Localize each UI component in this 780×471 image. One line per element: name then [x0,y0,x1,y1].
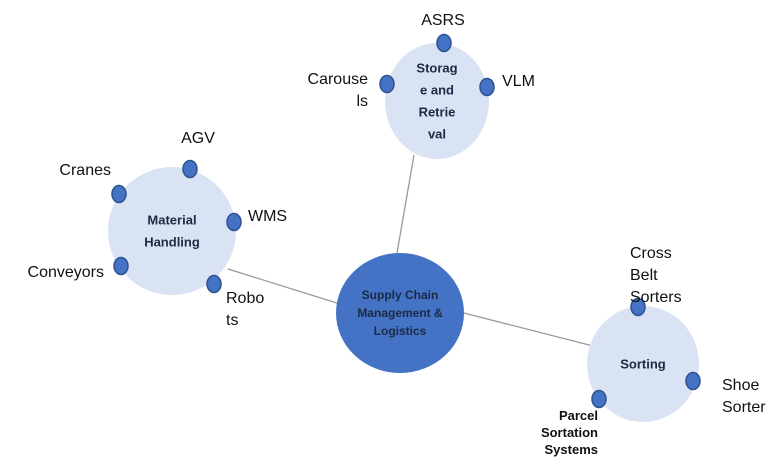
item-label: Carouse ls [308,71,369,110]
item-label-line: Sorters [630,289,682,306]
item-dot[interactable] [379,74,395,94]
connector-sorting [459,311,598,348]
item-label-line: AGV [181,130,215,147]
item-label-line: Sortation [541,425,598,440]
category-label-line: e and [420,83,454,98]
category-label-line: Storag [416,61,457,76]
item-label: Conveyors [28,264,104,281]
category-bubble[interactable] [385,43,489,159]
connector-storage [396,154,415,254]
item-label-line: ASRS [421,12,465,29]
item-wms[interactable]: WMS [226,208,287,232]
item-vlm[interactable]: VLM [479,73,535,97]
item-dot[interactable] [206,274,222,294]
center-label-line: Logistics [374,324,427,338]
item-dot[interactable] [111,184,127,204]
item-dot[interactable] [226,212,242,232]
center-label-line: Supply Chain [362,288,439,302]
category-label-line: Retrie [419,105,456,120]
category-label-line: val [428,127,446,142]
item-dot[interactable] [113,256,129,276]
item-conveyors[interactable]: Conveyors [28,256,129,282]
category-label-line: Handling [144,235,200,250]
item-agv[interactable]: AGV [181,130,215,179]
item-label-line: Cranes [59,162,111,179]
item-label-line: ls [356,93,368,110]
category-bubble[interactable] [108,167,236,295]
item-dot[interactable] [479,77,495,97]
item-label-line: Shoe [722,377,759,394]
item-label: AGV [181,130,215,147]
category-label-line: Material [147,213,196,228]
center-bubble[interactable] [336,253,464,373]
connector-material-handling [227,268,341,305]
item-label: VLM [502,73,535,90]
item-label-line: Systems [545,442,598,457]
item-dot[interactable] [591,389,607,409]
item-dot[interactable] [436,33,452,53]
category-label-line: Sorting [620,357,666,372]
item-label-line: Carouse [308,71,369,88]
item-robots[interactable]: Robo ts [206,274,264,330]
item-label-line: WMS [248,208,287,225]
center-label-line: Management & [357,306,443,320]
item-label-line: Belt [630,267,658,284]
item-dot[interactable] [182,159,198,179]
item-label-line: Parcel [559,408,598,423]
item-dot[interactable] [630,297,646,317]
category-label: Sorting [620,357,666,372]
item-label: WMS [248,208,287,225]
item-label-line: Robo [226,290,264,307]
item-label: Robo ts [226,290,264,329]
category-bubble[interactable] [587,306,699,422]
item-label: ASRS [421,12,465,29]
connectors [227,154,598,348]
item-label-line: Sorter [722,399,766,416]
item-label-line: VLM [502,73,535,90]
item-label-line: Cross [630,245,672,262]
item-dot[interactable] [685,371,701,391]
item-label: Cranes [59,162,111,179]
item-cranes[interactable]: Cranes [59,162,127,204]
item-asrs[interactable]: ASRS [421,12,465,53]
item-carousels[interactable]: Carouse ls [308,71,395,110]
item-label-line: ts [226,312,238,329]
item-label-line: Conveyors [28,264,104,281]
